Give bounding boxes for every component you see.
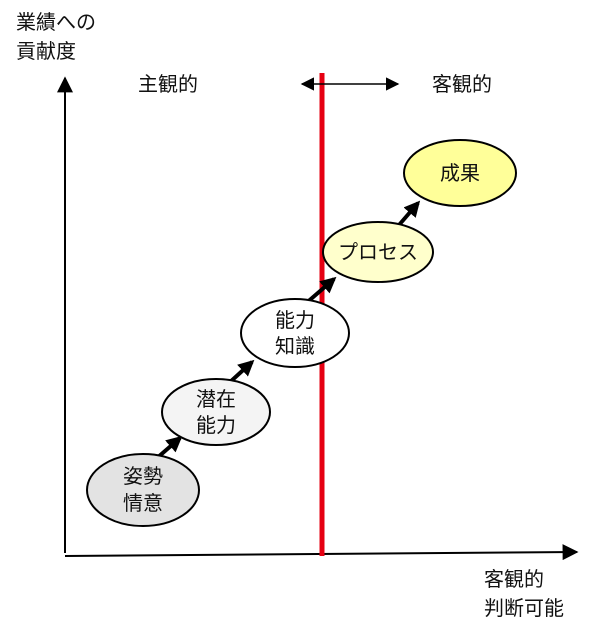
node-ability-knowledge-shape	[240, 298, 350, 368]
node-potential-ability-line-2: 能力	[196, 413, 236, 437]
node-potential-ability-line-1: 潜在	[196, 387, 236, 411]
node-ability-knowledge-line-1: 能力	[275, 308, 315, 332]
node-result-line-1: 成果	[440, 161, 480, 185]
node-ability-knowledge: 能力 知識	[240, 298, 350, 368]
progress-arrow-2	[227, 359, 255, 385]
y-axis-label-line-2: 貢献度	[16, 39, 76, 63]
node-potential-ability: 潜在 能力	[161, 378, 271, 446]
node-attitude-line-2: 情意	[123, 491, 163, 515]
y-axis-label-line-1: 業績への	[16, 10, 96, 34]
node-attitude: 姿勢 情意	[86, 453, 200, 527]
node-attitude-shape	[86, 453, 200, 527]
node-result-shape	[403, 139, 517, 207]
x-axis-label-line-2: 判断可能	[484, 596, 564, 620]
node-process-shape	[322, 221, 434, 283]
node-process-line-1: プロセス	[338, 240, 418, 264]
x-axis-label-line-1: 客観的	[484, 567, 544, 591]
node-result: 成果	[403, 139, 517, 207]
objective-label: 客観的	[432, 72, 492, 96]
subjective-label: 主観的	[138, 72, 198, 96]
node-process: プロセス	[322, 221, 434, 283]
progress-arrow-1	[155, 435, 183, 460]
progress-arrow-4	[397, 200, 421, 227]
node-potential-ability-shape	[161, 378, 271, 446]
node-attitude-line-1: 姿勢	[123, 464, 163, 488]
node-ability-knowledge-line-2: 知識	[275, 334, 315, 358]
